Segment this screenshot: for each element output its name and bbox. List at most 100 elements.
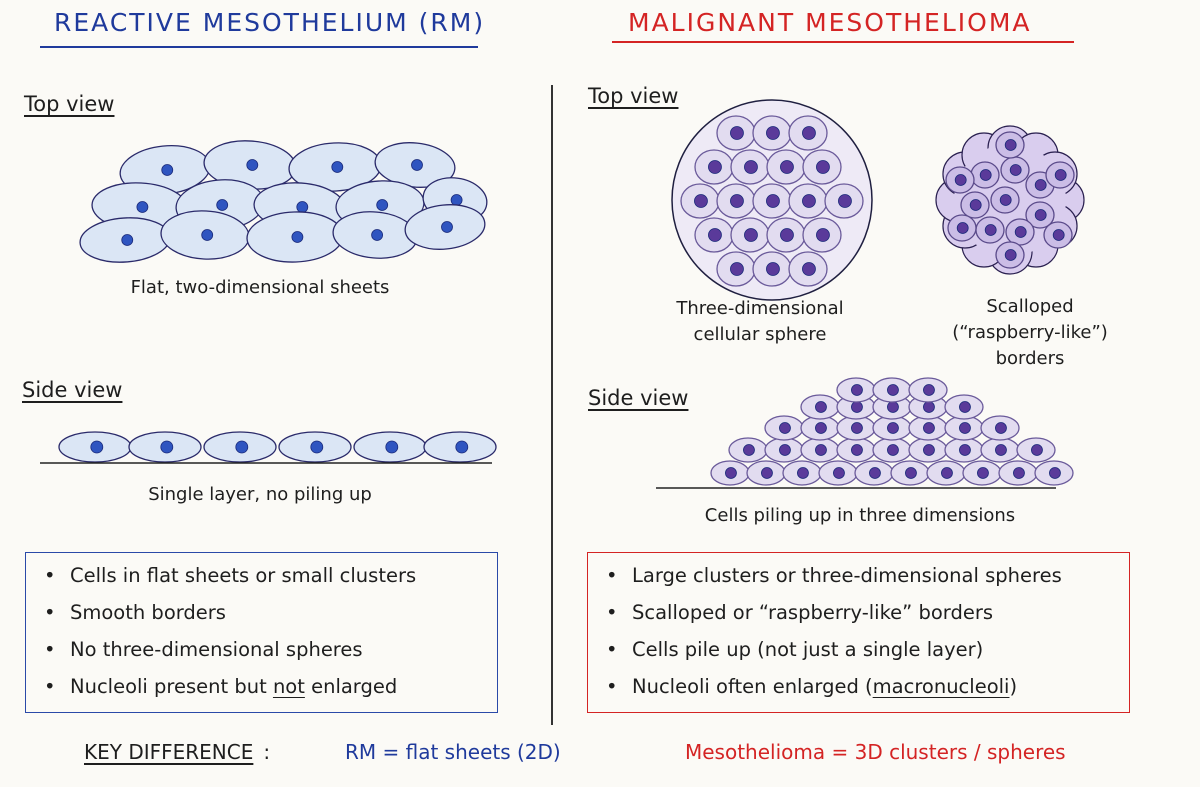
cell-nucleus xyxy=(887,401,899,413)
cell-nucleus xyxy=(1052,229,1065,241)
cell-nucleus xyxy=(761,467,773,479)
cell-nucleus xyxy=(959,401,971,413)
cell-nucleus xyxy=(779,422,791,434)
cell-nucleus xyxy=(725,467,737,479)
cell-nucleus xyxy=(984,224,997,236)
cell-nucleus xyxy=(730,126,744,140)
key-difference-meso: Mesothelioma = 3D clusters / spheres xyxy=(685,740,1066,764)
rm-top-view-label: Top view xyxy=(24,92,115,116)
cell-nucleus xyxy=(779,444,791,456)
key-difference-label: KEY DIFFERENCE: xyxy=(84,740,271,764)
cell-nucleus xyxy=(766,194,780,208)
cell-nucleus xyxy=(216,199,229,211)
cell-nucleus xyxy=(999,194,1012,206)
meso-features-box: •Large clusters or three-dimensional sph… xyxy=(587,552,1130,713)
meso-sphere-caption: Three-dimensional cellular sphere xyxy=(676,298,844,345)
cell-nucleus xyxy=(371,229,384,241)
list-item: •Cells pile up (not just a single layer) xyxy=(606,638,984,661)
cell-nucleus xyxy=(441,221,453,233)
cell-nucleus xyxy=(235,440,249,454)
cell-nucleus xyxy=(802,126,816,140)
cell-nucleus xyxy=(797,467,809,479)
meso-raspberry-caption: Scalloped (“raspberry-like”) borders xyxy=(952,296,1108,369)
cell-nucleus xyxy=(1014,226,1027,238)
cell-nucleus xyxy=(385,440,399,454)
cell-nucleus xyxy=(851,384,863,396)
cell-nucleus xyxy=(1004,249,1017,261)
meso-sphere-illustration xyxy=(671,99,1085,301)
cell-nucleus xyxy=(730,194,744,208)
cell-nucleus xyxy=(743,444,755,456)
cell-nucleus xyxy=(331,161,344,173)
column-divider xyxy=(551,85,553,725)
cell-nucleus xyxy=(887,422,899,434)
cell-nucleus xyxy=(869,467,881,479)
cell-nucleus xyxy=(959,444,971,456)
list-item: •Nucleoli present but not enlarged xyxy=(44,675,398,698)
cell-nucleus xyxy=(941,467,953,479)
cell-nucleus xyxy=(959,422,971,434)
cell-nucleus xyxy=(816,160,830,174)
cell-nucleus xyxy=(744,160,758,174)
cell-nucleus xyxy=(730,262,744,276)
cell-nucleus xyxy=(1031,444,1043,456)
cell-nucleus xyxy=(802,194,816,208)
cell-nucleus xyxy=(905,467,917,479)
cell-nucleus xyxy=(766,262,780,276)
rm-features-list: •Cells in flat sheets or small clusters … xyxy=(44,557,497,705)
cell-nucleus xyxy=(977,467,989,479)
list-item: •Cells in flat sheets or small clusters xyxy=(44,564,417,587)
cell-nucleus xyxy=(851,401,863,413)
rm-top-view-caption: Flat, two-dimensional sheets xyxy=(130,277,390,298)
cell-nucleus xyxy=(1004,139,1017,151)
cell-nucleus xyxy=(995,422,1007,434)
rm-title-underline xyxy=(40,46,478,48)
key-difference-rm: RM = flat sheets (2D) xyxy=(345,740,561,764)
cell-nucleus xyxy=(887,384,899,396)
cell-nucleus xyxy=(923,422,935,434)
cell-nucleus xyxy=(1034,209,1047,221)
cell-nucleus xyxy=(851,444,863,456)
cell-nucleus xyxy=(310,440,324,454)
cell-nucleus xyxy=(995,444,1007,456)
cell-nucleus xyxy=(838,194,852,208)
cell-nucleus xyxy=(923,401,935,413)
meso-side-view-caption: Cells piling up in three dimensions xyxy=(704,505,1016,526)
list-item: •Large clusters or three-dimensional sph… xyxy=(606,564,1062,587)
cell-nucleus xyxy=(744,228,758,242)
meso-side-view-label: Side view xyxy=(588,386,689,410)
cell-nucleus xyxy=(956,222,969,234)
cell-nucleus xyxy=(802,262,816,276)
cell-nucleus xyxy=(291,231,304,243)
rm-features-box: •Cells in flat sheets or small clusters … xyxy=(25,552,498,713)
rm-side-view-label: Side view xyxy=(22,378,123,402)
meso-title: MALIGNANT MESOTHELIOMA xyxy=(628,8,1032,37)
cell-nucleus xyxy=(708,160,722,174)
cell-nucleus xyxy=(121,234,134,246)
cell-nucleus xyxy=(887,444,899,456)
cell-nucleus xyxy=(969,199,982,211)
cell-nucleus xyxy=(201,229,214,241)
cell-nucleus xyxy=(296,201,309,213)
cell-nucleus xyxy=(450,194,463,206)
meso-features-list: •Large clusters or three-dimensional sph… xyxy=(606,557,1129,705)
cell-nucleus xyxy=(694,194,708,208)
rm-side-view-illustration xyxy=(40,431,497,464)
rm-side-view-caption: Single layer, no piling up xyxy=(148,484,372,505)
cell-nucleus xyxy=(90,440,104,454)
rm-top-view-illustration xyxy=(79,140,488,263)
list-item: •Smooth borders xyxy=(44,601,226,624)
cell-nucleus xyxy=(923,384,935,396)
cell-nucleus xyxy=(780,228,794,242)
cell-nucleus xyxy=(136,201,149,213)
meso-top-view-label: Top view xyxy=(588,84,679,108)
cell-nucleus xyxy=(780,160,794,174)
cell-nucleus xyxy=(815,444,827,456)
cell-nucleus xyxy=(1013,467,1025,479)
list-item: •Scalloped or “raspberry-like” borders xyxy=(606,601,994,624)
cell-nucleus xyxy=(815,422,827,434)
cell-nucleus xyxy=(923,444,935,456)
cell-nucleus xyxy=(161,164,174,176)
cell-nucleus xyxy=(455,440,469,454)
cell-nucleus xyxy=(979,169,992,181)
